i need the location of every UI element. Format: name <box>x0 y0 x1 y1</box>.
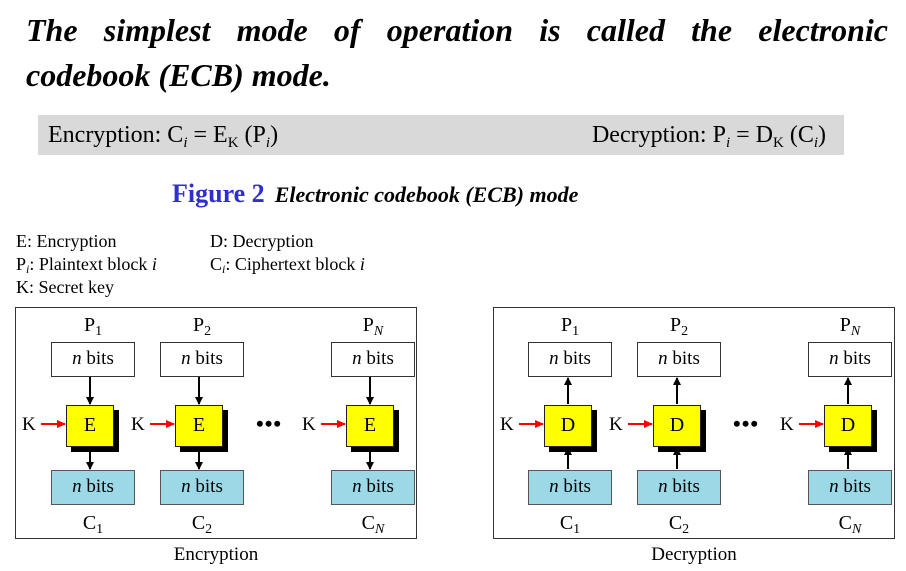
plaintext-block: n bits <box>808 342 892 377</box>
decryption-formula: Decryption: Pi = DK (Ci) <box>591 122 826 151</box>
figure-caption: Figure 2 Electronic codebook (ECB) mode <box>172 178 578 211</box>
key-label: K <box>500 414 514 435</box>
plaintext-label: PN <box>362 314 384 339</box>
slide-title: The simplest mode of operation is called… <box>26 8 888 98</box>
key-label: K <box>780 414 794 435</box>
encrypt-box: E <box>175 405 223 447</box>
title-line-2: codebook (ECB) mode. <box>26 57 331 93</box>
ciphertext-block: n bits <box>331 470 415 505</box>
ciphertext-label: CN <box>838 512 862 537</box>
ciphertext-label: CN <box>361 512 385 537</box>
encrypt-box: E <box>346 405 394 447</box>
plaintext-block: n bits <box>637 342 721 377</box>
figure-number: Figure 2 <box>172 179 265 208</box>
encryption-formula: Encryption: Ci = EK (Pi) <box>48 122 279 151</box>
plaintext-label: P1 <box>560 314 580 339</box>
decryption-panel-caption: Decryption <box>651 544 737 565</box>
ellipsis: ••• <box>733 411 760 436</box>
ciphertext-label: C2 <box>668 512 690 537</box>
encrypt-box: E <box>66 405 114 447</box>
figure-title: Electronic codebook (ECB) mode <box>274 182 579 207</box>
plaintext-block: n bits <box>51 342 135 377</box>
ciphertext-label: C1 <box>82 512 104 537</box>
ciphertext-block: n bits <box>808 470 892 505</box>
plaintext-label: P2 <box>669 314 689 339</box>
plaintext-label: P1 <box>83 314 103 339</box>
title-line-1: The simplest mode of operation is called… <box>26 12 888 48</box>
legend-p: Pi: Plaintext block i <box>16 254 157 276</box>
ciphertext-block: n bits <box>637 470 721 505</box>
legend-c: Ci: Ciphertext block i <box>210 254 365 276</box>
legend-e: E: Encryption <box>16 231 117 251</box>
decryption-panel <box>493 307 895 539</box>
plaintext-block: n bits <box>160 342 244 377</box>
ciphertext-block: n bits <box>51 470 135 505</box>
legend-d: D: Decryption <box>210 231 314 251</box>
plaintext-block: n bits <box>528 342 612 377</box>
plaintext-label: PN <box>839 314 861 339</box>
decrypt-box: D <box>653 405 701 447</box>
key-label: K <box>302 414 316 435</box>
key-label: K <box>131 414 145 435</box>
key-label: K <box>609 414 623 435</box>
ellipsis: ••• <box>256 411 283 436</box>
encryption-panel-caption: Encryption <box>173 544 259 565</box>
plaintext-block: n bits <box>331 342 415 377</box>
ciphertext-block: n bits <box>160 470 244 505</box>
formula-bar: Encryption: Ci = EK (Pi) Decryption: Pi … <box>38 115 844 155</box>
legend-k: K: Secret key <box>16 277 114 297</box>
ciphertext-block: n bits <box>528 470 612 505</box>
encryption-panel <box>15 307 417 539</box>
plaintext-label: P2 <box>192 314 212 339</box>
ciphertext-label: C2 <box>191 512 213 537</box>
key-label: K <box>22 414 36 435</box>
decrypt-box: D <box>824 405 872 447</box>
decrypt-box: D <box>544 405 592 447</box>
ciphertext-label: C1 <box>559 512 581 537</box>
